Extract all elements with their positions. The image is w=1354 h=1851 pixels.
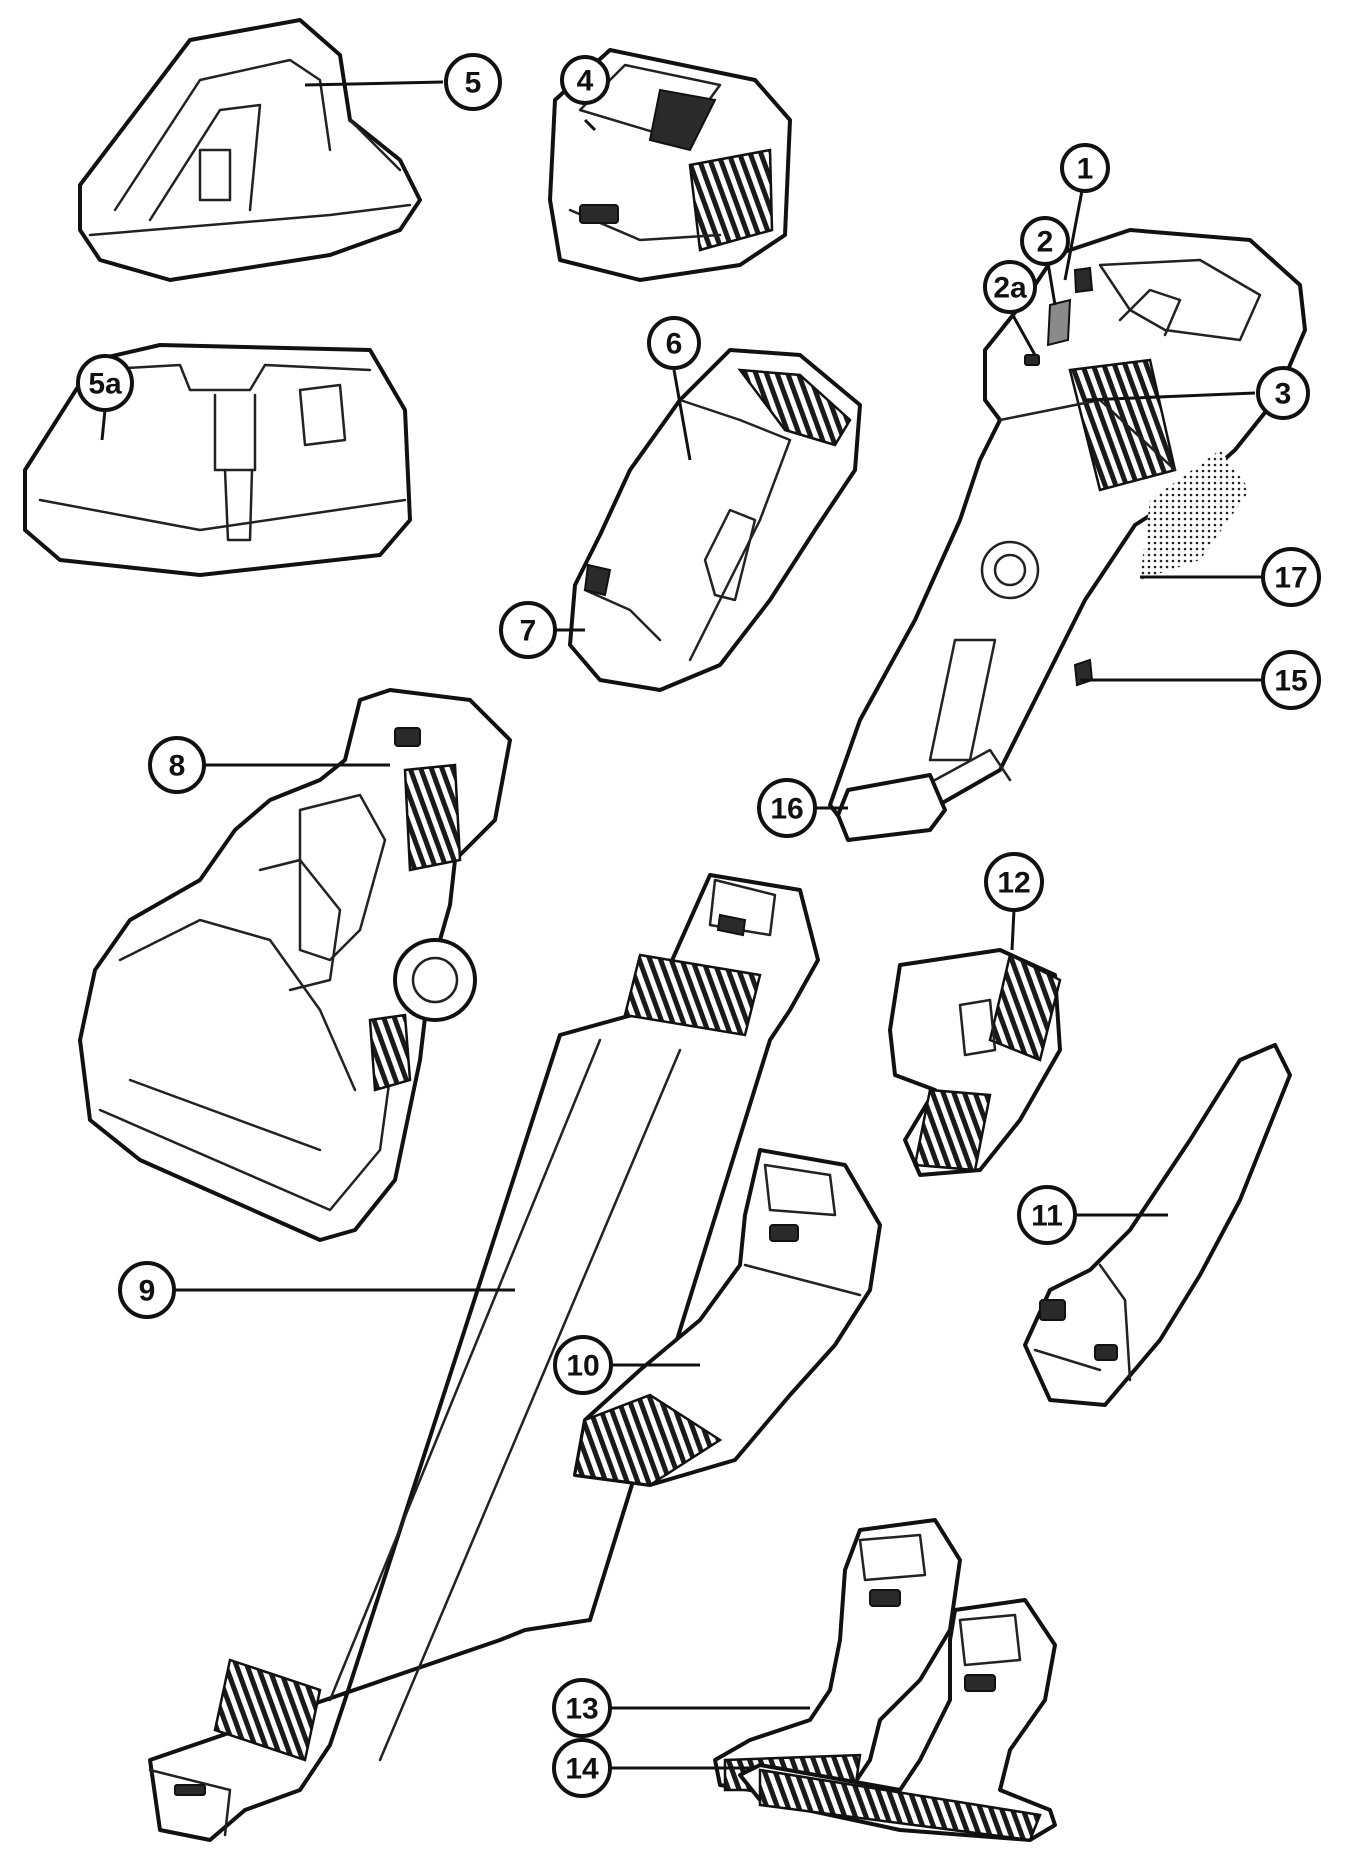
callout-label: 2 [1037, 226, 1054, 259]
callout-5: 5 [444, 53, 502, 111]
leader-5 [304, 80, 444, 87]
callout-label: 12 [997, 867, 1030, 900]
callout-label: 7 [520, 615, 537, 648]
leader-3 [1084, 391, 1256, 402]
part-dust-brush [573, 1148, 882, 1487]
callout-15: 15 [1261, 650, 1321, 710]
callout-label: 15 [1274, 665, 1307, 698]
part-extension-tube [148, 873, 820, 1842]
callout-label: 3 [1275, 378, 1292, 411]
callout-label: 2a [993, 272, 1027, 305]
callout-label: 11 [1031, 1200, 1063, 1233]
part-battery-pack [548, 48, 792, 282]
callout-label: 9 [139, 1275, 156, 1308]
leader-12 [1010, 909, 1016, 951]
part-wide-nozzle [738, 1598, 1057, 1842]
callout-label: 1 [1077, 153, 1094, 186]
leader-6 [672, 369, 692, 461]
part-floor-nozzle [78, 688, 512, 1242]
leader-2a [1008, 309, 1037, 356]
callout-label: 5 [465, 67, 482, 100]
callout-12: 12 [984, 852, 1044, 912]
part-charging-dock [78, 18, 422, 282]
callout-3: 3 [1256, 366, 1310, 420]
callout-17: 17 [1261, 547, 1321, 607]
callout-4: 4 [560, 55, 610, 105]
callout-label: 10 [566, 1350, 599, 1383]
leader-5a [100, 409, 107, 441]
callout-label: 5a [88, 368, 122, 401]
callout-label: 14 [565, 1753, 599, 1786]
callout-13: 13 [552, 1678, 612, 1738]
callout-9: 9 [118, 1261, 176, 1319]
callout-7: 7 [499, 601, 557, 659]
part-handheld-unit [828, 228, 1307, 842]
callout-label: 6 [666, 328, 683, 361]
callout-label: 4 [577, 65, 594, 98]
callout-label: 13 [565, 1693, 598, 1726]
callout-label: 17 [1274, 562, 1307, 595]
part-dust-bin [568, 348, 862, 692]
callout-10: 10 [553, 1335, 613, 1395]
callout-1: 1 [1060, 143, 1110, 193]
leader-4 [583, 118, 597, 132]
callouts: 1 2 2a 3 4 5 5a 6 7 8 9 10 11 12 13 14 1… [76, 53, 1321, 1798]
part-crevice-tool [1023, 1043, 1292, 1407]
callout-2a: 2a [983, 260, 1037, 314]
part-mini-brush [888, 948, 1062, 1177]
callout-14: 14 [552, 1738, 612, 1798]
leader-lines [100, 80, 1263, 1770]
callout-label: 8 [169, 750, 186, 783]
callout-label: 16 [770, 793, 803, 826]
callout-5a: 5a [76, 354, 134, 412]
callout-16: 16 [757, 778, 817, 838]
callout-8: 8 [148, 736, 206, 794]
callout-11: 11 [1017, 1185, 1077, 1245]
callout-6: 6 [647, 316, 701, 370]
callout-2: 2 [1020, 216, 1070, 266]
